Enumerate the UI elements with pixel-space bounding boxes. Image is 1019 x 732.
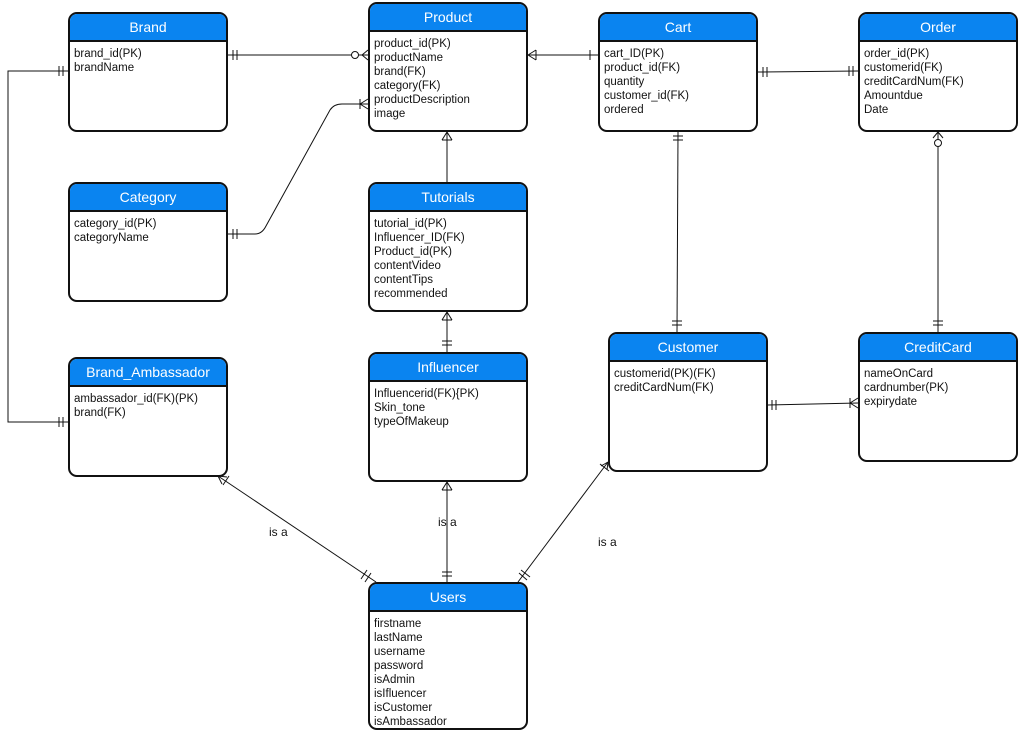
entity-category[interactable]: Category category_id(PK) categoryName (68, 182, 228, 302)
attribute: brand(FK) (374, 66, 426, 78)
attribute: lastName (374, 632, 423, 644)
attribute: quantity (604, 76, 645, 88)
link-category-product (228, 103, 368, 235)
attribute: isAmbassador (374, 716, 447, 728)
attribute: Date (864, 104, 889, 116)
attribute-list: tutorial_id(PK) Influencer_ID(FK) Produc… (370, 212, 526, 301)
attribute: order_id(PK) (864, 48, 930, 60)
entity-title: Customer (610, 334, 766, 362)
attribute: isIfluencer (374, 688, 427, 700)
attribute: customer_id(FK) (604, 90, 689, 102)
entity-customer[interactable]: Customer customerid(PK)(FK) creditCardNu… (608, 332, 768, 472)
attribute-list: order_id(PK) customerid(FK) creditCardNu… (860, 42, 1016, 117)
attribute: creditCardNum(FK) (614, 382, 714, 394)
entity-title: Tutorials (370, 184, 526, 212)
entity-order[interactable]: Order order_id(PK) customerid(FK) credit… (858, 12, 1018, 132)
link-cart-customer (676, 131, 679, 333)
attribute: tutorial_id(PK) (374, 218, 447, 230)
attribute: product_id(FK) (604, 62, 681, 74)
attribute-list: brand_id(PK) brandName (70, 42, 226, 75)
attribute: product_id(PK) (374, 38, 451, 50)
attribute: image (374, 108, 406, 120)
attribute: nameOnCard (864, 368, 934, 380)
attribute: contentTips (374, 274, 434, 286)
entity-brand[interactable]: Brand brand_id(PK) brandName (68, 12, 228, 132)
relationship-label-ambassador: is a (269, 525, 288, 539)
attribute: category_id(PK) (74, 218, 157, 230)
entity-title: Users (370, 584, 526, 612)
attribute: contentVideo (374, 260, 441, 272)
entity-users[interactable]: Users firstname lastName username passwo… (368, 582, 528, 730)
entity-title: Brand_Ambassador (70, 359, 226, 387)
entity-creditcard[interactable]: CreditCard nameOnCard cardnumber(PK) exp… (858, 332, 1018, 462)
entity-title: Influencer (370, 354, 526, 382)
attribute-list: category_id(PK) categoryName (70, 212, 226, 245)
link-customer-users (517, 461, 609, 583)
attribute: brand(FK) (74, 407, 126, 419)
entity-title: Cart (600, 14, 756, 42)
entity-tutorials[interactable]: Tutorials tutorial_id(PK) Influencer_ID(… (368, 182, 528, 312)
link-customer-creditcard (767, 402, 859, 406)
attribute: username (374, 646, 426, 658)
entity-product[interactable]: Product product_id(PK) productName brand… (368, 2, 528, 132)
link-cart-order (757, 70, 859, 73)
attribute: Influencerid(FK){PK) (374, 388, 479, 400)
attribute: expirydate (864, 396, 918, 408)
attribute: Influencer_ID(FK) (374, 232, 465, 244)
relationship-label-customer: is a (598, 535, 617, 549)
attribute: Product_id(PK) (374, 246, 452, 258)
attribute: cart_ID(PK) (604, 48, 665, 60)
relationship-label-influencer: is a (438, 515, 457, 529)
attribute: creditCardNum(FK) (864, 76, 964, 88)
entity-cart[interactable]: Cart cart_ID(PK) product_id(FK) quantity… (598, 12, 758, 132)
entity-title: Product (370, 4, 526, 32)
attribute: Skin_tone (374, 402, 426, 414)
attribute-list: customerid(PK)(FK) creditCardNum(FK) (610, 362, 766, 395)
attribute: brandName (74, 62, 135, 74)
attribute: isAdmin (374, 674, 415, 686)
attribute-list: firstname lastName username password isA… (370, 612, 526, 728)
entity-title: Order (860, 14, 1016, 42)
entity-title: Category (70, 184, 226, 212)
attribute: productDescription (374, 94, 470, 106)
attribute: categoryName (74, 232, 149, 244)
attribute: typeOfMakeup (374, 416, 449, 428)
entity-title: Brand (70, 14, 226, 42)
attribute: cardnumber(PK) (864, 382, 949, 394)
entity-title: CreditCard (860, 334, 1016, 362)
entity-brand-ambassador[interactable]: Brand_Ambassador ambassador_id(FK)(PK) b… (68, 357, 228, 477)
attribute: firstname (374, 618, 422, 630)
link-ambassador-users (217, 475, 377, 583)
attribute-list: Influencerid(FK){PK) Skin_tone typeOfMak… (370, 382, 526, 429)
attribute: ambassador_id(FK)(PK) (74, 393, 198, 405)
attribute: customerid(PK)(FK) (614, 368, 716, 380)
attribute-list: cart_ID(PK) product_id(FK) quantity cust… (600, 42, 756, 117)
attribute: brand_id(PK) (74, 48, 142, 60)
link-brand-ambassador (7, 70, 68, 423)
attribute: ordered (604, 104, 644, 116)
attribute: isCustomer (374, 702, 433, 714)
attribute: category(FK) (374, 80, 441, 92)
attribute-list: ambassador_id(FK)(PK) brand(FK) (70, 387, 226, 420)
attribute: password (374, 660, 424, 672)
attribute-list: product_id(PK) productName brand(FK) cat… (370, 32, 526, 121)
attribute: recommended (374, 288, 448, 300)
attribute: customerid(FK) (864, 62, 943, 74)
entity-influencer[interactable]: Influencer Influencerid(FK){PK) Skin_ton… (368, 352, 528, 482)
attribute: productName (374, 52, 444, 64)
attribute: Amountdue (864, 90, 923, 102)
attribute-list: nameOnCard cardnumber(PK) expirydate (860, 362, 1016, 409)
